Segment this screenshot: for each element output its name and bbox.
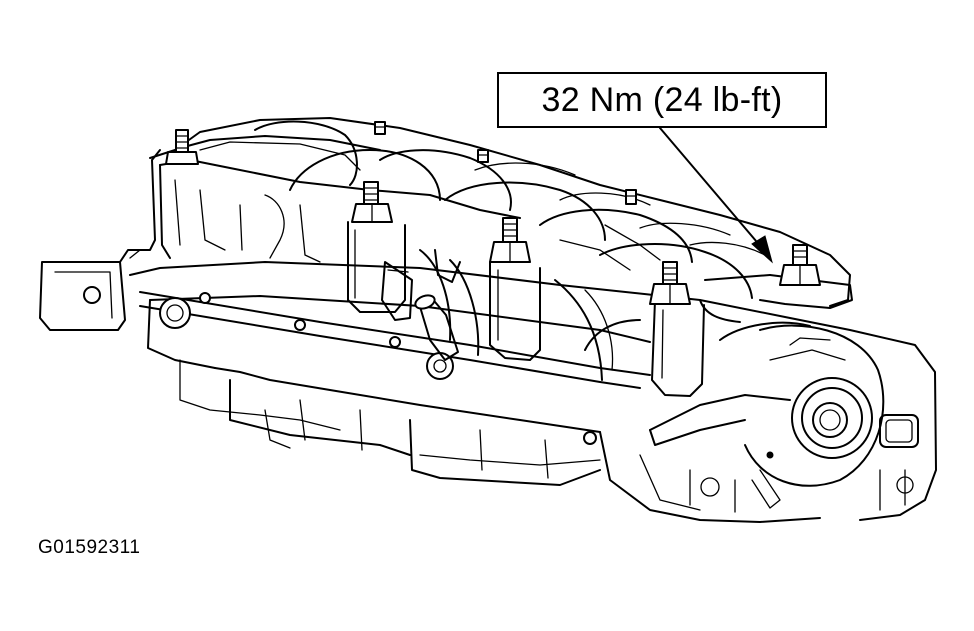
engine-block bbox=[129, 261, 937, 523]
callout-leader-arrow bbox=[659, 127, 773, 264]
stud-nut-7 bbox=[649, 261, 691, 305]
stud-nut-6 bbox=[489, 217, 531, 263]
right-manifold-flange bbox=[699, 274, 853, 323]
stud-nut-4 bbox=[625, 189, 637, 205]
fuel-rail bbox=[139, 291, 651, 445]
torque-spec-callout: 32 Nm (24 lb-ft) bbox=[497, 72, 827, 128]
stud-nut-2 bbox=[374, 121, 386, 135]
manifold-studs bbox=[165, 121, 821, 305]
timing-cover bbox=[649, 321, 885, 487]
stud-nut-1 bbox=[165, 129, 199, 165]
left-mounting-bracket bbox=[39, 149, 161, 331]
torque-spec-label: 32 Nm (24 lb-ft) bbox=[541, 80, 783, 119]
stud-nut-3 bbox=[477, 149, 489, 163]
figure-id-label: G01592311 bbox=[38, 537, 141, 558]
stud-nut-5 bbox=[351, 181, 393, 223]
stud-nut-8 bbox=[779, 244, 821, 286]
fuel-injectors bbox=[381, 249, 461, 361]
